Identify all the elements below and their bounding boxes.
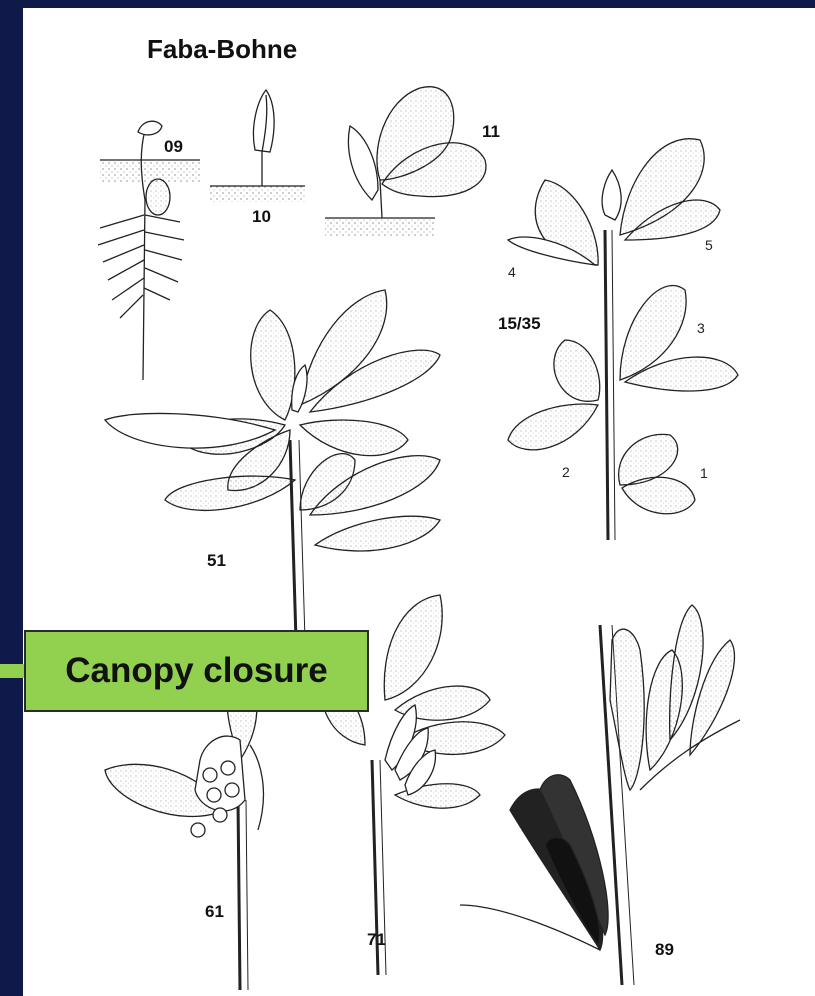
leaf-number-3: 3 <box>697 320 705 336</box>
stage-label-11: 11 <box>482 122 500 142</box>
stage-label-15-35: 15/35 <box>498 314 541 334</box>
stage-label-89: 89 <box>655 940 674 960</box>
stage-label-10: 10 <box>252 207 271 227</box>
leaf-number-2: 2 <box>562 464 570 480</box>
stage-51-flower-buds <box>105 290 440 640</box>
stage-label-71: 71 <box>367 930 386 950</box>
stage-09-seedling <box>98 121 200 380</box>
callout-label: Canopy closure <box>65 651 328 691</box>
stage-label-61: 61 <box>205 902 224 922</box>
stage-10-emergence <box>210 90 305 202</box>
stage-label-09: 09 <box>164 137 183 157</box>
leaf-number-4: 4 <box>508 264 516 280</box>
canopy-closure-callout: Canopy closure <box>24 630 369 712</box>
callout-connector <box>0 664 26 678</box>
stage-11-first-leaf <box>325 87 486 236</box>
stage-89-ripe-pods <box>460 605 740 985</box>
stage-label-51: 51 <box>207 551 226 571</box>
figure-title: Faba-Bohne <box>147 34 297 65</box>
leaf-number-5: 5 <box>705 237 713 253</box>
leaf-number-1: 1 <box>700 465 708 481</box>
